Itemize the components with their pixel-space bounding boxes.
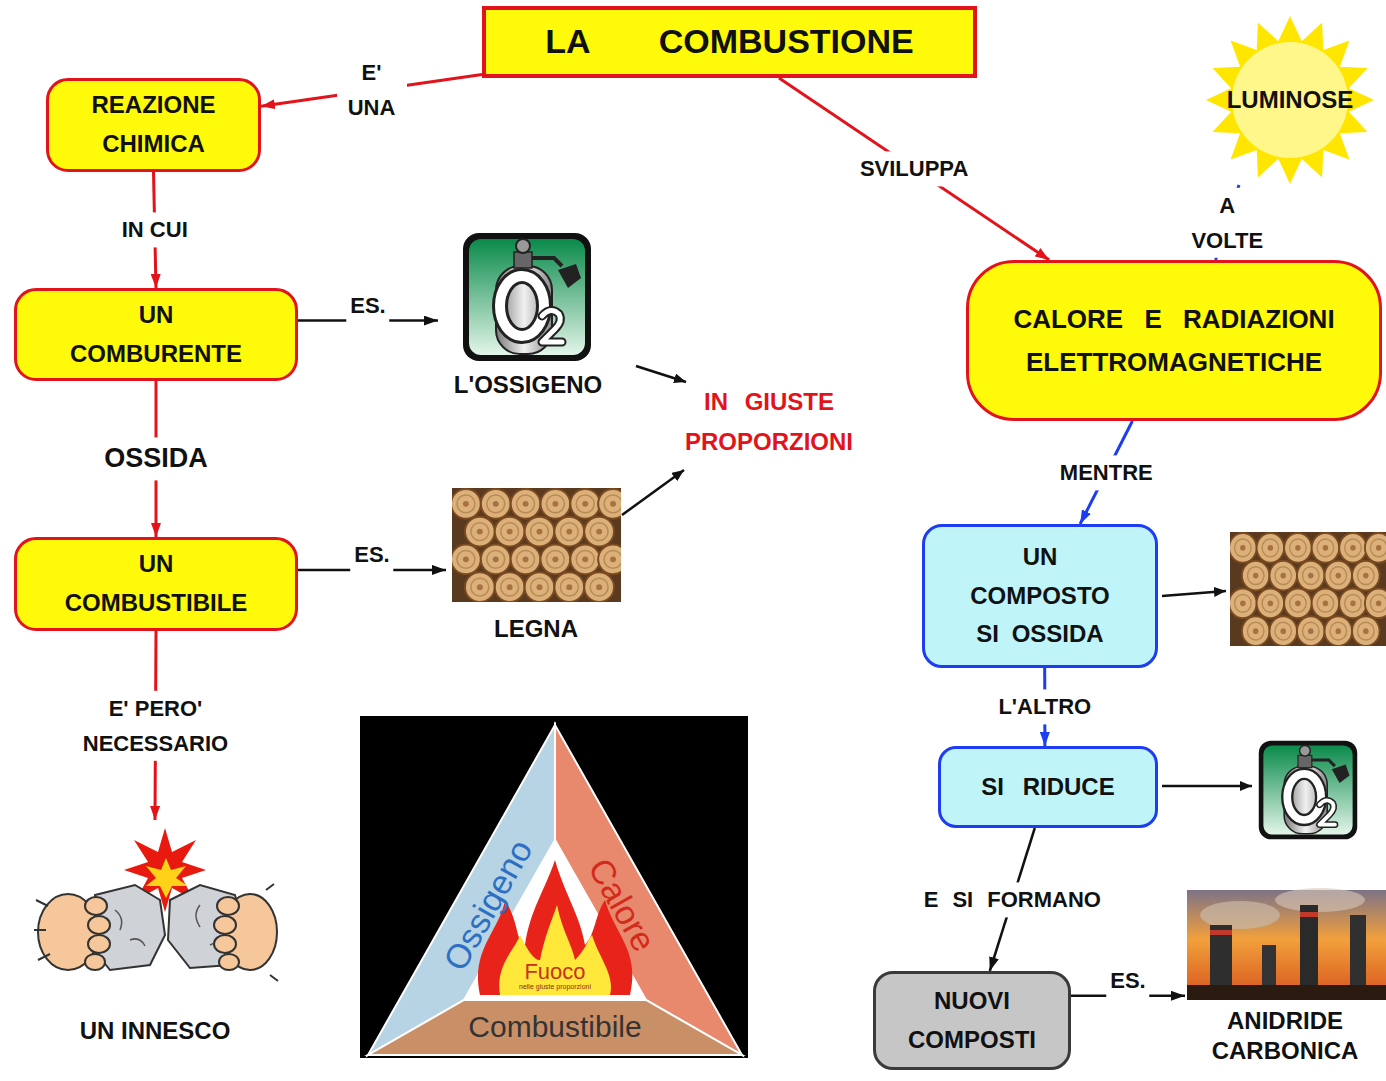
node-text: LUMINOSE [1227,81,1354,120]
free-label: Ossigeno [435,832,541,977]
concept-box: CALORE E RADIAZIONI ELETTROMAGNETICHE [966,260,1382,421]
edge-label: E' UNA [337,55,407,125]
concept-box: NUOVI COMPOSTI [873,971,1071,1070]
edge-label: SVILUPPA [856,151,972,186]
free-label: Calore [580,851,665,958]
node-text: SI RIDUCE [981,768,1114,807]
sun-shape: LUMINOSE [1205,15,1375,185]
free-label: IN GIUSTE PROPORZIONI [672,382,866,462]
connector [779,78,1049,260]
edge-label: ES. [346,288,389,323]
concept-box: UN COMPOSTO SI OSSIDA [922,524,1158,668]
concept-box: LA COMBUSTIONE [482,6,977,78]
node-text: UN COMPOSTO SI OSSIDA [960,538,1120,655]
free-label: nelle giuste proporzioni [519,983,591,991]
image-caption: ANIDRIDE CARBONICA [1185,1006,1385,1066]
edge-label: IN CUI [118,212,192,247]
image-node: LEGNA [446,488,626,644]
node-text: CALORE E RADIAZIONI ELETTROMAGNETICHE [979,298,1369,382]
concept-box: REAZIONE CHIMICA [46,78,261,172]
node-text: NUOVI COMPOSTI [886,982,1058,1060]
node-text: UN COMBUSTIBILE [56,545,256,623]
node-text: LA COMBUSTIONE [545,14,914,69]
edge-label: A VOLTE [1177,187,1277,257]
image-caption: LEGNA [494,614,578,644]
concept-box: UN COMBUSTIBILE [14,537,298,631]
node-text: UN COMBURENTE [61,296,251,374]
image-caption: L'OSSIGENO [454,370,602,400]
image-node: UN INNESCO [30,820,280,1046]
free-label: Combustibile [468,1009,641,1045]
image-node: L'OSSIGENO [438,232,618,400]
concept-box: SI RIDUCE [938,746,1158,828]
concept-box: UN COMBURENTE [14,288,298,381]
free-label: Fuoco [524,959,585,985]
edge-label: E' PERO' NECESSARIO [63,690,249,760]
edge-label: MENTRE [1056,455,1157,490]
edge-label: OSSIDA [100,437,212,480]
edge-label: E SI FORMANO [920,882,1105,917]
edge-label: ES. [1106,963,1149,998]
edge-label: L'ALTRO [994,689,1095,724]
image-caption: UN INNESCO [80,1016,231,1046]
image-node: ANIDRIDE CARBONICA [1185,890,1385,1066]
edge-label: ES. [350,537,393,572]
sun-rays [1206,16,1374,184]
node-text: REAZIONE CHIMICA [59,86,248,164]
